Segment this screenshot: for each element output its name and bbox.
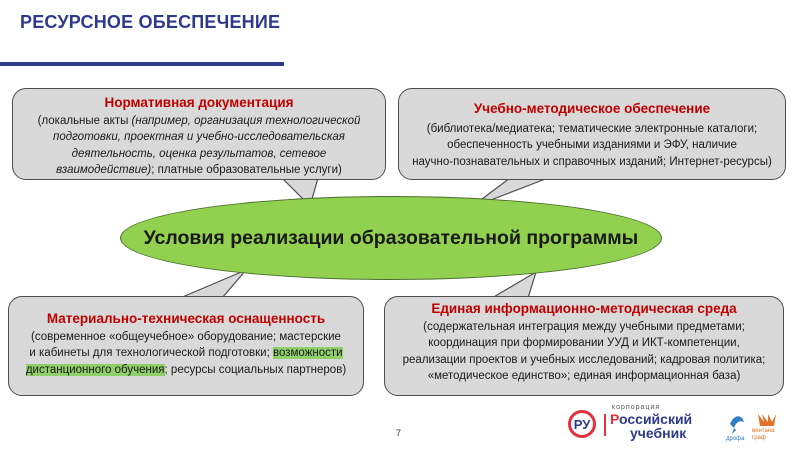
ru-circle-logo-icon: РУ xyxy=(568,410,596,438)
box-body: (содержательная интеграция между учебным… xyxy=(391,319,777,384)
highlighted-text: возможности xyxy=(273,347,343,360)
ventana-graf-logo-icon xyxy=(758,414,776,426)
box-body: (библиотека/медиатека; тематические элек… xyxy=(407,121,777,170)
body-line: «методическое единство»; единая информац… xyxy=(427,369,741,382)
body-text-tail: ; платные образовательные услуги) xyxy=(151,163,342,176)
publisher1-label: дрофа xyxy=(726,436,745,442)
connector-bottom-left xyxy=(179,269,247,299)
body-line: и кабинеты для технологической подготовк… xyxy=(15,345,357,361)
body-text: и кабинеты для технологической подготовк… xyxy=(29,347,273,360)
logo-corp-label: корпорация xyxy=(612,404,661,411)
title-underline xyxy=(0,62,284,66)
logo-first-letter: Р xyxy=(610,411,619,427)
box-heading: Учебно-методическое обеспечение xyxy=(473,101,711,116)
box-normative-documentation: Нормативная документация (локальные акты… xyxy=(12,88,386,180)
logo-name-line1: Российский xyxy=(610,411,692,427)
drofa-logo-icon xyxy=(730,416,744,434)
box-body: (современное «общеучебное» оборудование;… xyxy=(15,329,357,378)
body-line: реализации проектов и учебных исследован… xyxy=(402,353,766,366)
slide-title: РЕСУРСНОЕ ОБЕСПЕЧЕНИЕ xyxy=(20,12,281,32)
box-unified-information-environment: Единая информационно-методическая среда … xyxy=(384,296,784,396)
logo-line1-rest: оссийский xyxy=(619,411,693,427)
body-line: координация при формировании УУД и ИКТ-к… xyxy=(428,337,740,350)
box-heading: Материально-техническая оснащенность xyxy=(46,311,326,326)
body-line: научно-познавательных и справочных издан… xyxy=(412,155,772,168)
box-material-technical-equipment: Материально-техническая оснащенность (со… xyxy=(8,296,364,396)
box-heading: Единая информационно-методическая среда xyxy=(431,301,737,316)
body-line: (современное «общеучебное» оборудование;… xyxy=(31,331,341,343)
central-label: Условия реализации образовательной прогр… xyxy=(143,226,639,249)
logo-name-line2: учебник xyxy=(630,425,687,441)
page-number: 7 xyxy=(396,428,402,438)
body-line: (содержательная интеграция между учебным… xyxy=(423,321,745,333)
central-ellipse: Условия реализации образовательной прогр… xyxy=(120,196,662,280)
highlighted-text: дистанционного обучения xyxy=(25,363,165,376)
box-educational-methodical-support: Учебно-методическое обеспечение (библиот… xyxy=(398,88,786,180)
box-body: (локальные акты (например, организация т… xyxy=(21,113,377,178)
body-text: ; ресурсы социальных партнеров) xyxy=(164,363,347,376)
logo-separator xyxy=(604,414,606,436)
body-line: (библиотека/медиатека; тематические элек… xyxy=(426,123,758,135)
body-text: (локальные акты xyxy=(37,115,132,127)
body-line: обеспеченность учебными изданиями и ЭФУ,… xyxy=(447,139,737,152)
publisher2-label: вентана граф xyxy=(752,428,775,441)
body-italic-text: (например, организация технологической п… xyxy=(53,115,361,176)
box-heading: Нормативная документация xyxy=(104,95,294,110)
body-line: дистанционного обучения; ресурсы социаль… xyxy=(15,362,357,378)
